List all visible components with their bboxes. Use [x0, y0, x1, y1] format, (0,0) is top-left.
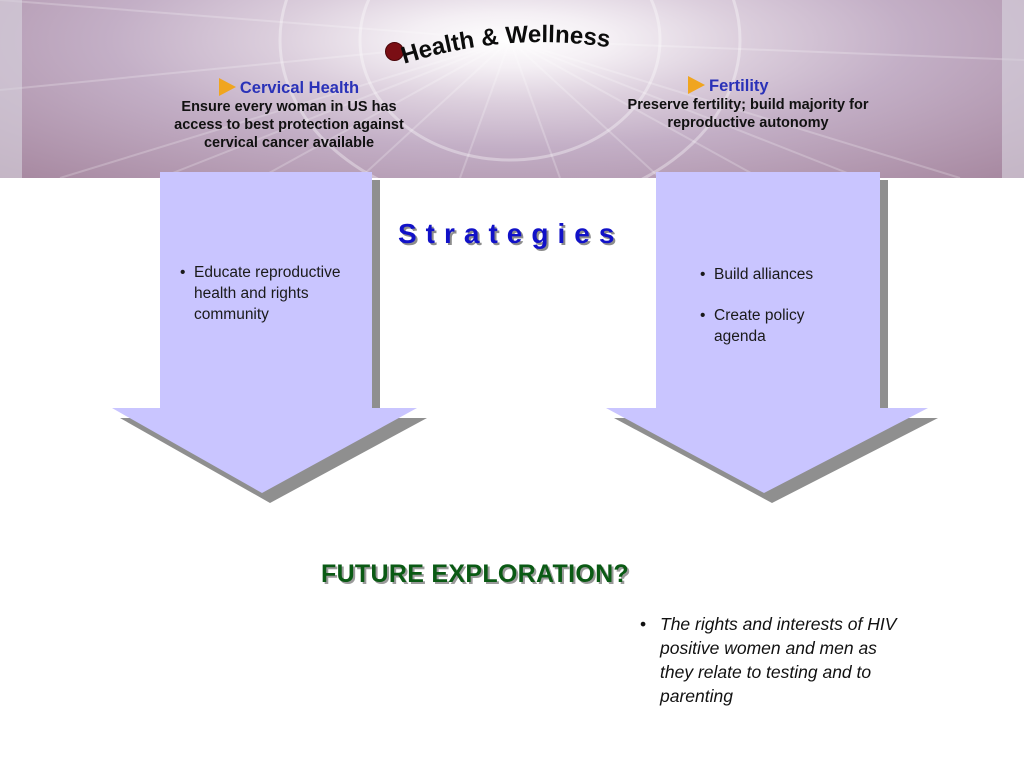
- fertility-label: Fertility: [709, 77, 769, 95]
- list-item: The rights and interests of HIV positive…: [640, 612, 910, 708]
- strategies-heading: Strategies: [398, 218, 624, 249]
- orange-pointer-icon: [688, 76, 705, 94]
- future-exploration-list: The rights and interests of HIV positive…: [640, 612, 910, 708]
- list-item: Create policy agenda: [700, 305, 860, 347]
- svg-text:Health & Wellness: Health & Wellness: [398, 21, 612, 68]
- fertility-panel: Fertility Preserve fertility; build majo…: [626, 76, 870, 132]
- cervical-health-heading: Cervical Health: [160, 78, 418, 98]
- title-text: Health & Wellness: [398, 21, 612, 68]
- cervical-health-label: Cervical Health: [239, 79, 360, 97]
- title-bullet-icon: [385, 42, 404, 61]
- header-banner: Health & Wellness Cervical Health Ensure…: [0, 0, 1024, 178]
- left-strategy-list: Educate reproductive health and rights c…: [180, 262, 368, 345]
- right-strategy-list: Build alliances Create policy agenda: [700, 264, 860, 367]
- cervical-health-text: Ensure every woman in US has access to b…: [174, 99, 404, 151]
- banner-background-rays: [0, 0, 1024, 178]
- future-exploration-heading: FUTURE EXPLORATION?: [321, 560, 630, 588]
- orange-pointer-icon: [218, 78, 236, 96]
- cervical-health-panel: Cervical Health Ensure every woman in US…: [160, 78, 418, 152]
- fertility-text: Preserve fertility; build majority for r…: [627, 97, 869, 131]
- fertility-heading: Fertility: [626, 76, 870, 96]
- page-title: Health & Wellness: [398, 21, 612, 68]
- left-strategy-arrow: [112, 172, 427, 503]
- list-item: Build alliances: [700, 264, 860, 285]
- list-item: Educate reproductive health and rights c…: [180, 262, 368, 325]
